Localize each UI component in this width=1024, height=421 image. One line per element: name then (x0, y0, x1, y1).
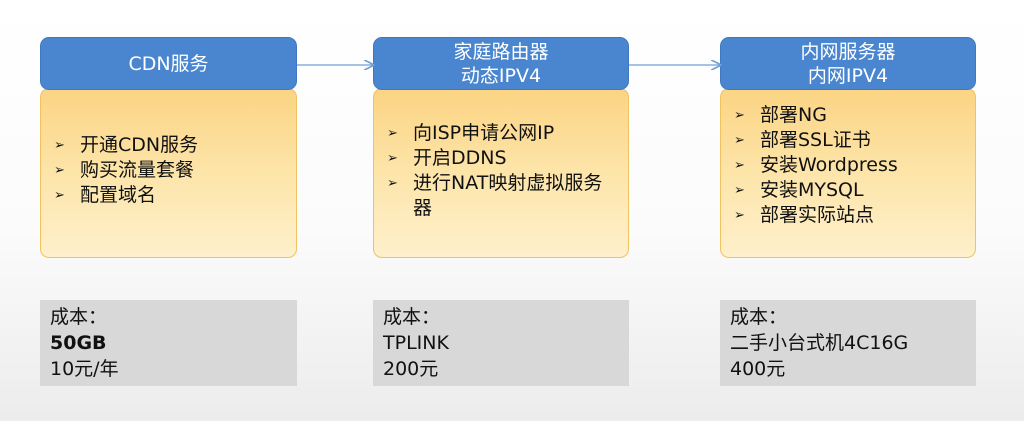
server-bullet-item: ➢安装MYSQL (734, 179, 864, 201)
bullet-arrow-icon: ➢ (734, 158, 745, 173)
server-cost-line2: 400元 (730, 358, 786, 380)
server-bullet-item: ➢部署实际站点 (734, 204, 875, 226)
router-bullet-list: ➢向ISP申请公网IP ➢开启DDNS ➢进行NAT映射虚拟服务器 (387, 121, 617, 221)
router-bullet-item: ➢向ISP申请公网IP (387, 122, 555, 144)
bullet-arrow-icon: ➢ (54, 163, 65, 178)
router-cost-box: 成本： TPLINK 200元 (373, 300, 629, 386)
router-body: ➢向ISP申请公网IP ➢开启DDNS ➢进行NAT映射虚拟服务器 (373, 88, 629, 258)
router-bullet-item: ➢开启DDNS (387, 147, 507, 169)
cdn-bullet-item: ➢购买流量套餐 (54, 159, 195, 181)
router-cost-line2: 200元 (383, 358, 439, 380)
bullet-arrow-icon: ➢ (734, 108, 745, 123)
bullet-arrow-icon: ➢ (54, 138, 65, 153)
bullet-arrow-icon: ➢ (387, 126, 398, 141)
cdn-header-title: CDN服务 (128, 52, 209, 75)
cdn-cost-line1: 50GB (50, 332, 107, 354)
server-bullet-item: ➢部署SSL证书 (734, 129, 871, 151)
server-header-title: 内网服务器 (800, 40, 896, 63)
cdn-cost-box: 成本： 50GB 10元/年 (40, 300, 297, 386)
router-cost-label: 成本： (383, 306, 441, 328)
bullet-arrow-icon: ➢ (387, 151, 398, 166)
router-header-title: 家庭路由器 (453, 40, 549, 63)
cdn-cost-line2: 10元/年 (50, 358, 119, 380)
bullet-arrow-icon: ➢ (387, 176, 398, 191)
server-cost-line1: 二手小台式机4C16G (730, 332, 909, 354)
bullet-arrow-icon: ➢ (734, 133, 745, 148)
server-header: 内网服务器 内网IPV4 (720, 37, 976, 90)
server-bullet-item: ➢安装Wordpress (734, 154, 898, 176)
server-bullet-item: ➢部署NG (734, 104, 827, 126)
server-cost-box: 成本： 二手小台式机4C16G 400元 (720, 300, 976, 386)
router-header-subtitle: 动态IPV4 (460, 64, 542, 87)
bullet-arrow-icon: ➢ (54, 188, 65, 203)
server-header-subtitle: 内网IPV4 (807, 64, 889, 87)
server-body: ➢部署NG ➢部署SSL证书 ➢安装Wordpress ➢安装MYSQL ➢部署… (720, 88, 976, 258)
cdn-bullet-item: ➢开通CDN服务 (54, 134, 199, 156)
server-bullet-list: ➢部署NG ➢部署SSL证书 ➢安装Wordpress ➢安装MYSQL ➢部署… (734, 103, 898, 228)
cdn-cost-label: 成本： (50, 306, 108, 328)
bullet-arrow-icon: ➢ (734, 208, 745, 223)
server-cost-label: 成本： (730, 306, 788, 328)
router-header: 家庭路由器 动态IPV4 (373, 37, 629, 90)
router-cost-line1: TPLINK (383, 332, 449, 354)
router-bullet-item: ➢进行NAT映射虚拟服务器 (387, 172, 603, 219)
cdn-header: CDN服务 (40, 37, 297, 90)
cdn-bullet-item: ➢配置域名 (54, 184, 157, 206)
bullet-arrow-icon: ➢ (734, 183, 745, 198)
cdn-bullet-list: ➢开通CDN服务 ➢购买流量套餐 ➢配置域名 (54, 133, 198, 208)
